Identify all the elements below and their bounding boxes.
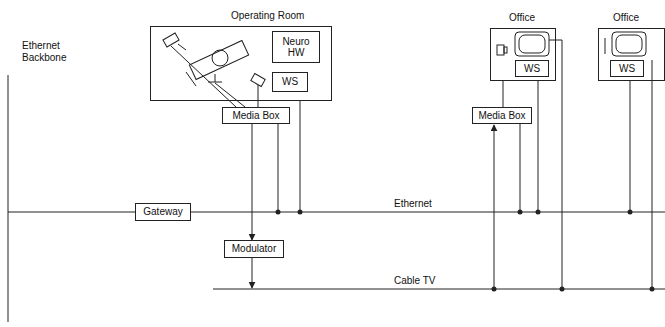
workstation-box: WS xyxy=(610,60,644,77)
workstation-box: WS xyxy=(515,60,549,77)
hardware-box: Neuro HW xyxy=(272,31,320,63)
cable-label: Cable TV xyxy=(392,275,438,287)
junction-dots xyxy=(276,210,655,292)
cable-line xyxy=(213,289,665,290)
box-label: Neuro HW xyxy=(276,36,316,59)
room-heading: Operating Room xyxy=(231,10,304,22)
media-box: Media Box xyxy=(222,107,290,124)
room-heading: Office xyxy=(613,12,639,24)
box-label: Gateway xyxy=(139,206,187,218)
connector xyxy=(252,124,253,240)
gateway-box: Gateway xyxy=(135,203,191,221)
box-label: WS xyxy=(276,76,304,88)
box-label: Media Box xyxy=(226,110,286,122)
backbone-line xyxy=(8,75,9,322)
operating-illustration xyxy=(163,33,265,107)
backbone-label: Ethernet Backbone xyxy=(20,40,80,64)
room-heading: Office xyxy=(509,12,535,24)
connector xyxy=(503,81,504,107)
workstation-box: WS xyxy=(272,72,308,92)
ethernet-line xyxy=(8,212,665,213)
office-monitor xyxy=(605,32,646,56)
box-label: WS xyxy=(614,63,640,75)
modulator-box: Modulator xyxy=(224,240,284,258)
box-label: WS xyxy=(519,63,545,75)
office-outline: OfficeWS xyxy=(598,28,665,81)
room-outline: Operating RoomNeuro HWWS xyxy=(150,26,332,101)
box-label: Media Box xyxy=(476,110,528,122)
media-box: Media Box xyxy=(472,107,532,124)
ethernet-label: Ethernet xyxy=(392,198,434,210)
office-outline: OfficeWS xyxy=(490,28,556,81)
box-label: Modulator xyxy=(228,243,280,255)
office-monitor xyxy=(497,32,549,56)
